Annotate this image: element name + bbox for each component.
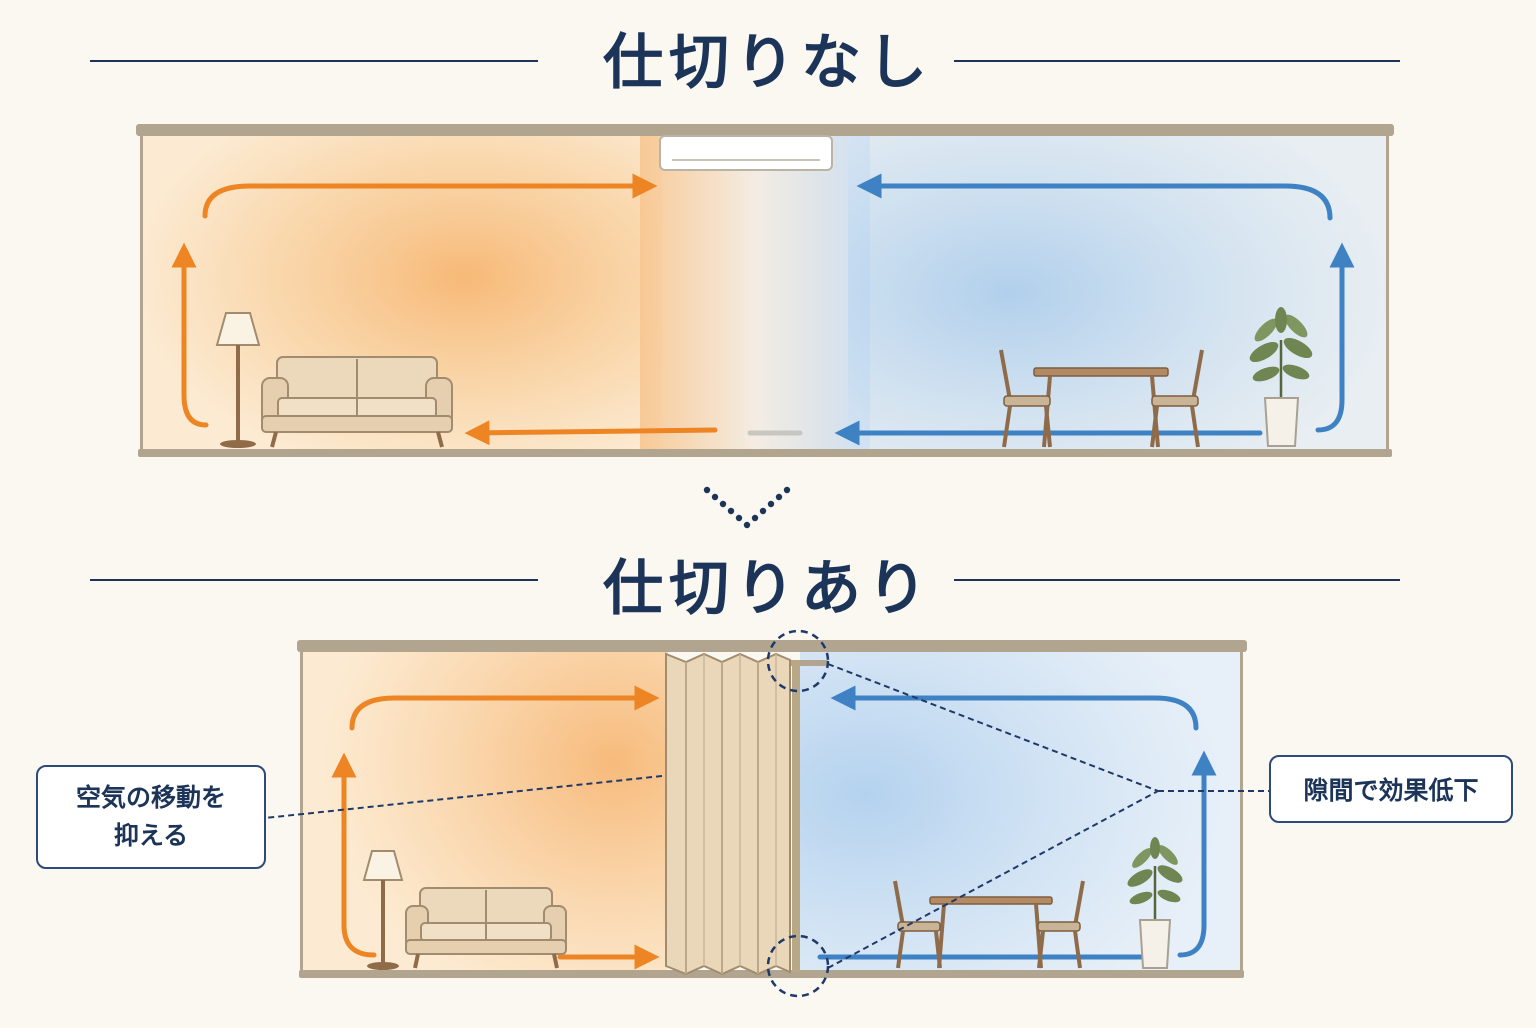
floor [299,970,1244,978]
sofa-icon [405,887,567,969]
heading-rule-left [90,579,538,581]
warm-air-flow [331,685,660,970]
callout-gap-reduces-effect: 隙間で効果低下 [1269,755,1513,823]
callout-line: 抑える [113,821,189,850]
warm-arrow-top [202,173,658,219]
floor-lamp-icon [215,312,261,448]
left-leader-line [264,775,663,819]
room-with-partition [264,629,1269,998]
section-title-with-partition: 仕切りあり [603,554,933,624]
cool-arrow-right [1315,242,1355,433]
potted-plant-icon [1127,837,1183,969]
cool-air-flow [817,685,1217,960]
gap-leader-top [827,663,1159,792]
cool-arrow-top [856,173,1333,221]
gap-leader-bottom [827,790,1159,969]
callout-line: 空気の移動を [75,783,226,812]
right-wall [1386,134,1389,452]
heading-rule-right [954,60,1400,62]
down-chevron-dotted-icon [703,486,791,529]
room-without-partition [136,124,1394,457]
warm-air-flow [171,173,718,446]
cool-arrow-top [830,685,1199,731]
chair-icon [1037,880,1085,969]
heading-rule-left [90,60,538,62]
cool-arrow-right [1177,750,1217,958]
air-conditioner-icon [659,135,833,171]
warm-arrow-bottom [464,420,718,446]
cool-air-flow [747,173,1355,446]
partition-curtain-icon [665,652,828,976]
right-wall [1240,652,1243,972]
callout-suppress-airflow: 空気の移動を 抑える [36,765,266,869]
cool-zone [848,134,1388,452]
warm-arrow-left [331,752,377,958]
heading-rule-right [954,579,1400,581]
callout-leader-lines [264,663,1269,969]
warm-arrow-left [171,242,209,428]
section-title-no-partition: 仕切りなし [603,28,933,98]
sofa-icon [261,356,453,448]
magnifier-circle-icon [766,629,830,693]
left-wall [300,652,303,972]
magnifier-circle-icon [766,934,830,998]
left-wall [140,134,143,452]
ceiling [136,124,1394,136]
warm-arrow-top [349,685,660,731]
cool-zone [800,650,1242,972]
potted-plant-icon [1249,307,1313,447]
floor [138,449,1392,457]
chair-icon [1150,349,1204,448]
floor-lamp-icon [362,850,404,970]
mixing-zone [640,134,870,452]
chair-icon [999,349,1052,448]
